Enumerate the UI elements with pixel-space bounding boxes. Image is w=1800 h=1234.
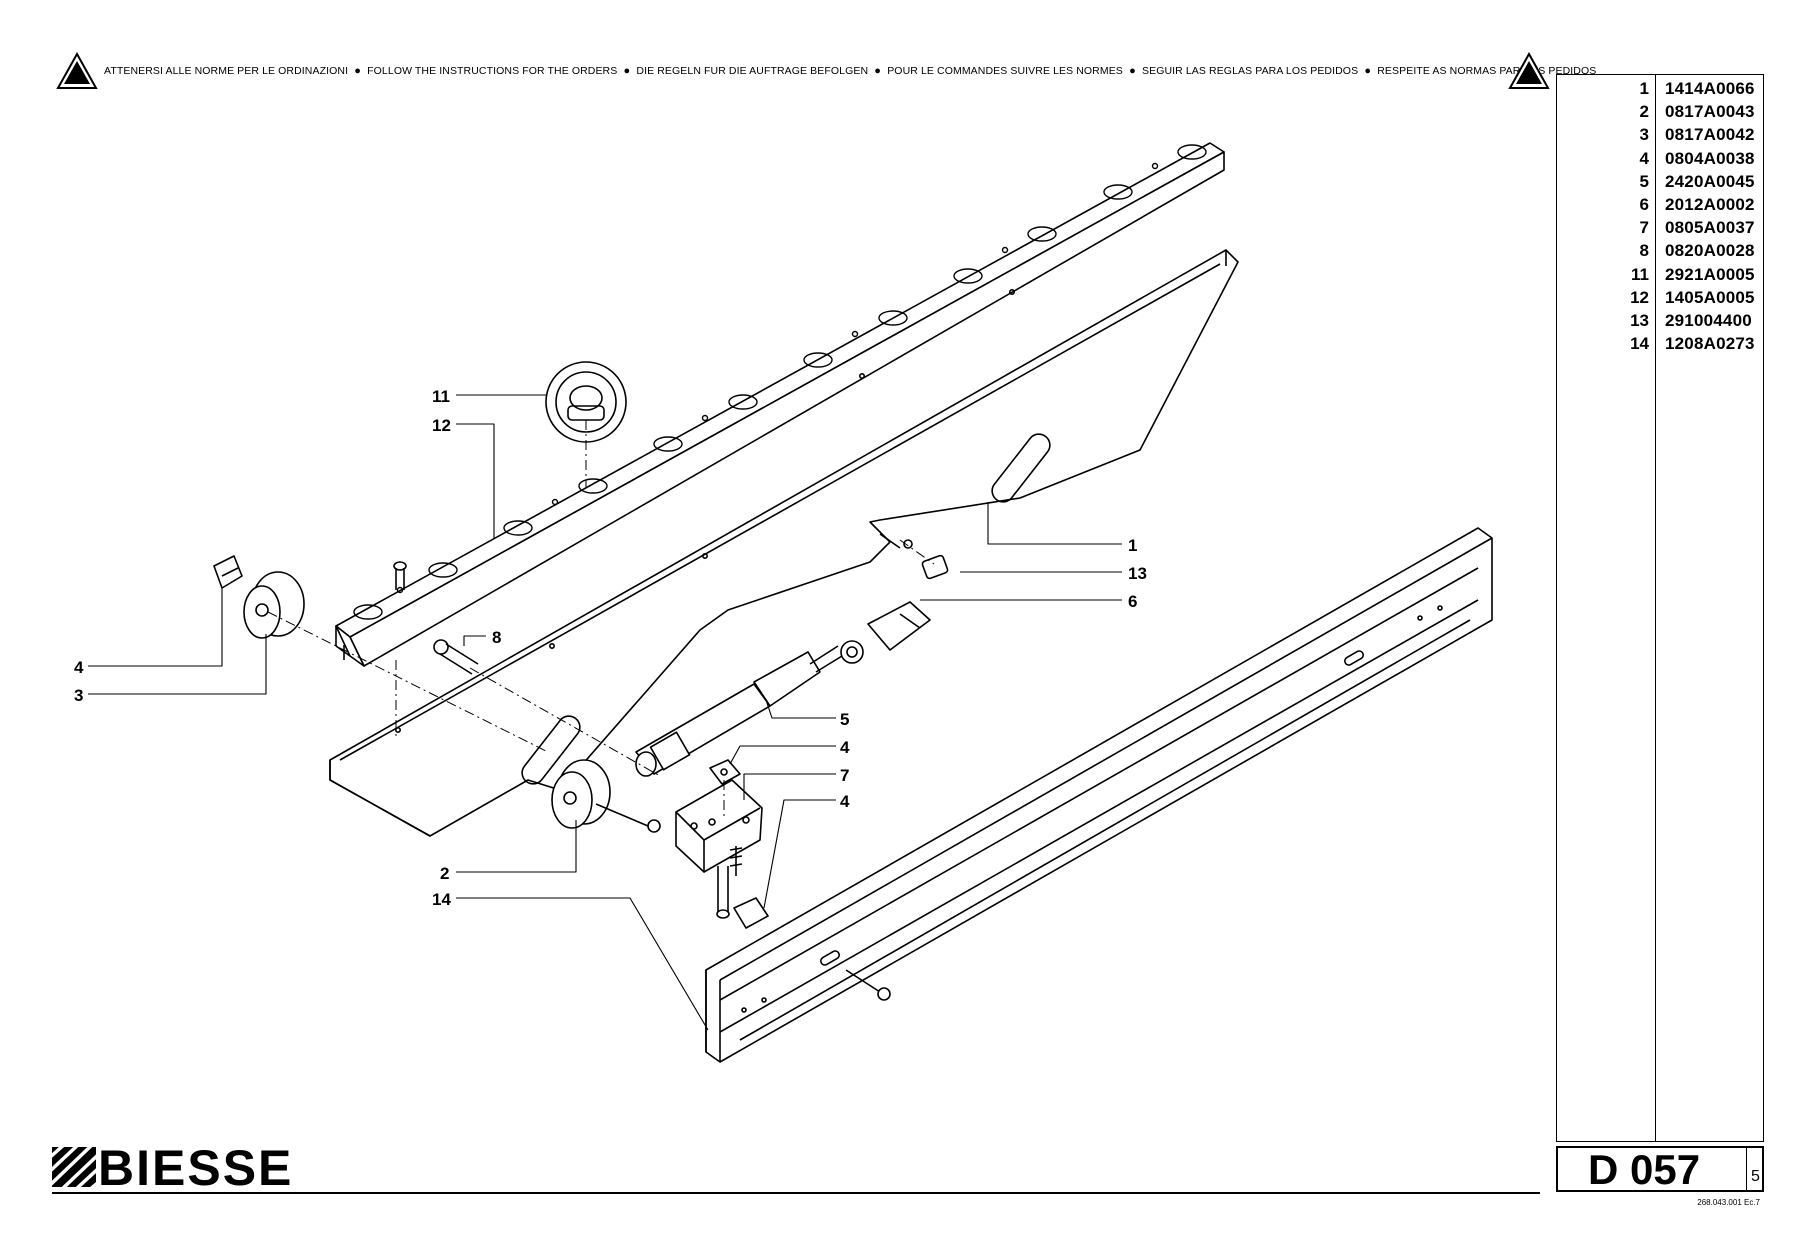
- callout-8: 8: [492, 628, 501, 647]
- callout-12: 12: [432, 416, 451, 435]
- drawing-code: D 057: [1588, 1146, 1701, 1193]
- mounting-block: [675, 779, 763, 873]
- callout-4a: 4: [74, 658, 84, 677]
- part-code: 0817A0042: [1665, 125, 1755, 145]
- part-code: 2921A0005: [1665, 264, 1755, 284]
- part-code: 0804A0038: [1665, 148, 1755, 168]
- order-instructions-banner: ATTENERSI ALLE NORME PER LE ORDINAZIONI …: [0, 52, 1596, 92]
- notice-segment-es: SEGUIR LAS REGLAS PARA LOS PEDIDOS: [1141, 65, 1359, 77]
- drawing-number-box: D 057 5: [1556, 1146, 1764, 1193]
- sheet-number: 5: [1746, 1148, 1764, 1190]
- bullet-icon: ●: [1125, 65, 1139, 77]
- top-rail: [335, 142, 1225, 667]
- logo-stripes-icon: [52, 1147, 96, 1187]
- parts-list-row: 5 2420A0045: [1557, 172, 1765, 195]
- parts-list-divider: [1655, 75, 1656, 1141]
- callout-11: 11: [432, 387, 450, 406]
- part-code: 291004400: [1665, 311, 1752, 330]
- bushing: [903, 539, 949, 580]
- part-code: 0817A0043: [1665, 102, 1755, 122]
- bullet-icon: ●: [351, 65, 365, 77]
- brand-name: BIESSE: [98, 1140, 294, 1196]
- part-number: 7: [1639, 218, 1649, 238]
- part-code: 0805A0037: [1665, 218, 1755, 238]
- callout-2: 2: [440, 864, 449, 883]
- rail-screw: [393, 561, 407, 590]
- part-code: 1405A0005: [1665, 287, 1755, 307]
- bottom-t-nut: [733, 897, 769, 929]
- socket-screw: [433, 639, 479, 675]
- parts-list-row: 1 1414A0066: [1557, 79, 1765, 102]
- notice-segment-it: ATTENERSI ALLE NORME PER LE ORDINAZIONI: [104, 65, 349, 77]
- pneumatic-cylinder: [635, 645, 843, 777]
- part-code: 1208A0273: [1665, 334, 1755, 354]
- document-code: 268.043.001 Ec.7: [1697, 1198, 1760, 1207]
- part-number: 13: [1630, 311, 1649, 330]
- square-nut: [709, 759, 741, 785]
- bullet-icon: ●: [1361, 65, 1375, 77]
- parts-list-row: 13 291004400: [1557, 311, 1765, 334]
- callout-4b: 4: [840, 738, 850, 757]
- bullet-icon: ●: [871, 65, 885, 77]
- parts-list-row: 2 0817A0043: [1557, 102, 1765, 125]
- notice-segment-en: FOLLOW THE INSTRUCTIONS FOR THE ORDERS: [367, 65, 618, 77]
- callout-labels: 11 12 1 13 6 8 4 3 5 4 7 4 2 14: [74, 387, 1147, 909]
- part-number: 8: [1639, 241, 1649, 261]
- rail-holes: [353, 144, 1207, 620]
- profile-rail: [705, 527, 1493, 1063]
- parts-list-row: 8 0820A0028: [1557, 241, 1765, 264]
- notice-segment-de: DIE REGELN FUR DIE AUFTRAGE BEFOLGEN: [636, 65, 869, 77]
- bullet-icon: ●: [620, 65, 634, 77]
- callout-3: 3: [74, 686, 83, 705]
- parts-list-row: 12 1405A0005: [1557, 288, 1765, 311]
- notice-segment-fr: POUR LE COMMANDES SUIVRE LES NORMES: [887, 65, 1123, 77]
- parts-list-row: 7 0805A0037: [1557, 218, 1765, 241]
- part-number: 11: [1631, 264, 1649, 284]
- clevis-fork: [840, 601, 931, 664]
- spring: [729, 846, 743, 876]
- callout-7: 7: [840, 766, 849, 785]
- notice-segment-pt: RESPEITE AS NORMAS PARA OS PEDIDOS: [1377, 65, 1597, 77]
- part-number: 3: [1639, 125, 1649, 145]
- callout-5: 5: [840, 710, 849, 729]
- part-number: 6: [1639, 195, 1649, 214]
- notice-text: ATTENERSI ALLE NORME PER LE ORDINAZIONI …: [104, 65, 1596, 77]
- warning-icon: [56, 52, 98, 89]
- parts-list-row: 3 0817A0042: [1557, 125, 1765, 148]
- parts-list-row: 6 2012A0002: [1557, 195, 1765, 218]
- part-code: 1414A0066: [1665, 79, 1755, 98]
- part-number: 12: [1630, 287, 1649, 307]
- parts-list-row: 11 2921A0005: [1557, 265, 1765, 288]
- assembly-axis-lines: [267, 420, 935, 820]
- parts-list: 1 1414A0066 2 0817A0043 3 0817A0042 4 0804A0038…: [1556, 74, 1764, 1142]
- part-number: 5: [1639, 171, 1649, 191]
- part-code: 0820A0028: [1665, 241, 1755, 261]
- part-number: 1: [1639, 79, 1649, 98]
- part-number: 2: [1639, 102, 1649, 122]
- parts-list-row: 14 1208A0273: [1557, 334, 1765, 357]
- parts-list-row: 4 0804A0038: [1557, 149, 1765, 172]
- part-code: 2012A0002: [1665, 195, 1755, 214]
- callout-6: 6: [1128, 592, 1137, 611]
- part-number: 14: [1630, 334, 1649, 354]
- left-roller: [243, 571, 305, 639]
- footer-rule: [52, 1192, 1540, 1194]
- warning-icon: [1508, 52, 1550, 89]
- callout-leaders: [88, 394, 1122, 1031]
- callout-1: 1: [1128, 536, 1137, 555]
- front-roller: [551, 759, 661, 833]
- part-code: 2420A0045: [1665, 171, 1755, 191]
- part-number: 4: [1639, 148, 1649, 168]
- callout-13: 13: [1128, 564, 1147, 583]
- left-t-nut: [213, 555, 243, 589]
- callout-14: 14: [432, 890, 451, 909]
- callout-4c: 4: [840, 792, 850, 811]
- support-plate: [329, 249, 1239, 837]
- grub-screw: [716, 866, 730, 919]
